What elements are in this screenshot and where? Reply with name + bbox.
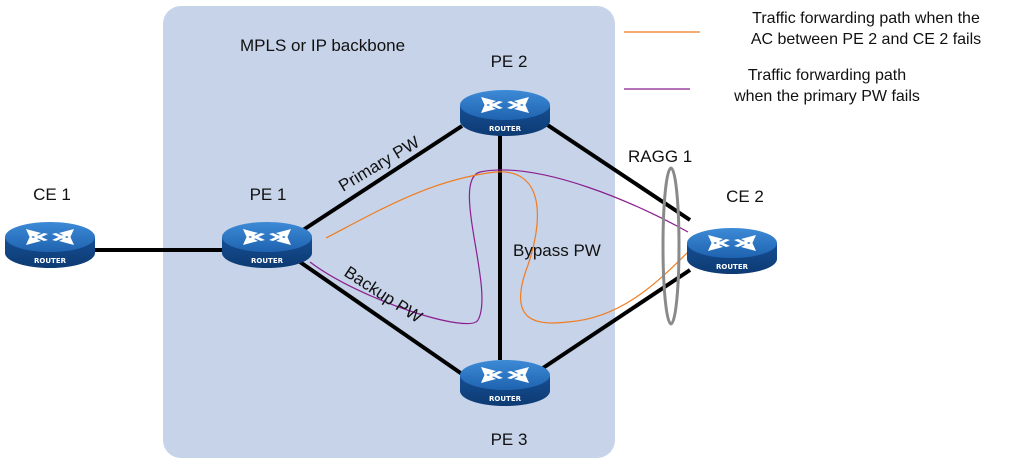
ragg-ellipse	[661, 166, 681, 326]
ragg-label: RAGG 1	[628, 147, 692, 166]
link-pe1-pe2	[298, 124, 464, 234]
router-ce2-tag: ROUTER	[716, 263, 749, 271]
router-pe2-tag: ROUTER	[489, 125, 522, 133]
legend-ac-fail-line2: AC between PE 2 and CE 2 fails	[750, 31, 982, 48]
router-ce1[interactable]: ROUTER	[5, 222, 95, 268]
router-pe3-tag: ROUTER	[489, 395, 522, 403]
link-pe1-pe3	[298, 260, 464, 376]
router-ce2[interactable]: ROUTER	[687, 228, 777, 274]
router-ce2-label: CE 2	[726, 187, 764, 206]
legend-ac-fail-line1: Traffic forwarding path when the	[752, 10, 980, 27]
path-primary-pw-fail	[309, 169, 689, 325]
router-pe2[interactable]: ROUTER	[460, 90, 550, 136]
backbone-label: MPLS or IP backbone	[240, 36, 405, 55]
router-pe1[interactable]: ROUTER	[222, 222, 312, 268]
path-ac-fail	[325, 171, 689, 324]
router-pe3[interactable]: ROUTER	[460, 360, 550, 406]
router-pe2-label: PE 2	[491, 52, 528, 71]
legend-pw-fail-text: Traffic forwarding path when the primary…	[692, 65, 962, 107]
router-ce1-label: CE 1	[33, 185, 71, 204]
legend-pw-fail-line1: Traffic forwarding path	[747, 67, 907, 84]
bypass-pw-label: Bypass PW	[513, 241, 601, 260]
router-pe3-label: PE 3	[491, 430, 528, 449]
router-ce1-tag: ROUTER	[34, 257, 67, 265]
legend-pw-fail-line2: when the primary PW fails	[734, 88, 920, 105]
router-pe1-tag: ROUTER	[251, 257, 284, 265]
legend-ac-fail-text: Traffic forwarding path when the AC betw…	[706, 8, 1026, 50]
router-pe1-label: PE 1	[250, 185, 287, 204]
